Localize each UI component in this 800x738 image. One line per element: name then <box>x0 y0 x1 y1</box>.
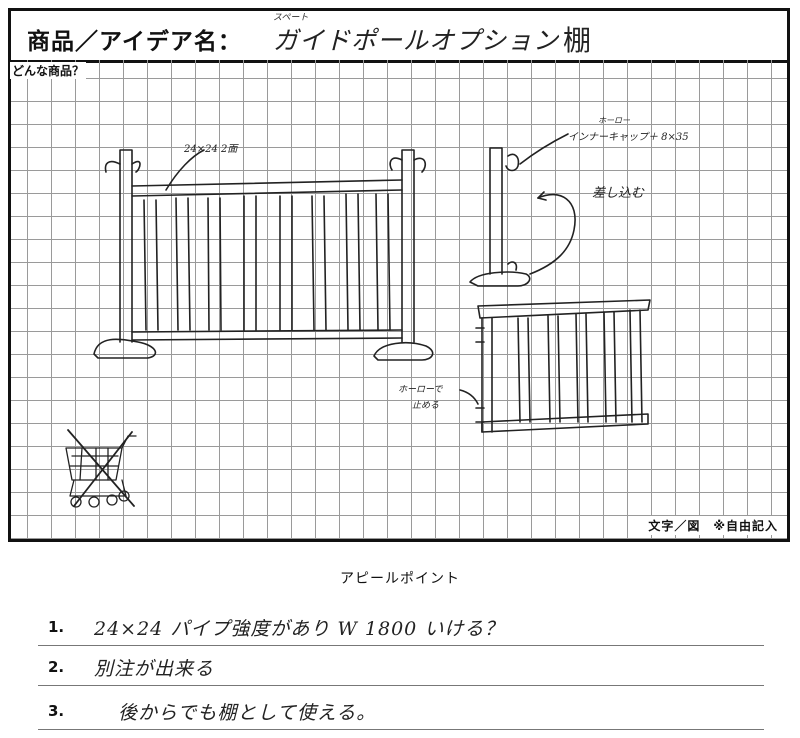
sketch-grid <box>11 60 787 539</box>
appeal-point-text: 後からでも棚として使える。 <box>118 702 377 724</box>
crossed-out-cart <box>65 429 137 508</box>
product-sketch <box>65 133 651 508</box>
post-side-detail <box>469 133 576 287</box>
product-name-sub: 棚 <box>563 24 592 57</box>
slide-in-note: 差し込む <box>592 186 645 201</box>
appeal-point-number: 3. <box>48 702 65 720</box>
insert-note: インナーキャップ＋ 8×35 <box>568 132 689 143</box>
pipe-note: 24×24 2面 <box>184 144 238 155</box>
appeal-point-number: 1. <box>48 618 65 636</box>
fix-note-b: 止める <box>412 401 440 411</box>
appeal-point: 1. 24×24 パイプ強度があり W 1800 いける？ <box>38 610 764 646</box>
fix-note-a: ホーローで <box>398 385 443 395</box>
appeal-point-text: 別注が出来る <box>94 658 215 680</box>
insert-ruby-note: ホーロー <box>598 116 630 125</box>
product-name-label: 商品／アイデア名： <box>27 29 242 55</box>
appeal-point: 2. 別注が出来る <box>38 650 764 686</box>
product-name-ruby: スペート <box>273 13 309 23</box>
section-title: どんな商品？ <box>10 62 87 79</box>
idea-sheet: 商品／アイデア名： スペート ガイドポールオプション 棚 文字／図 ※自由記入 <box>8 8 790 542</box>
free-entry-label: 文字／図 ※自由記入 <box>645 516 781 535</box>
appeal-point-text: 24×24 パイプ強度があり W 1800 いける？ <box>94 618 505 640</box>
appeal-title: アピールポイント <box>340 571 460 587</box>
shelf-detail <box>459 299 651 433</box>
rack-front-view <box>93 149 434 361</box>
product-name-value: ガイドポールオプション <box>273 26 560 55</box>
header-row: 商品／アイデア名： スペート ガイドポールオプション 棚 <box>11 11 787 63</box>
appeal-point: 3. 後からでも棚として使える。 <box>38 694 764 730</box>
appeal-point-number: 2. <box>48 658 65 676</box>
